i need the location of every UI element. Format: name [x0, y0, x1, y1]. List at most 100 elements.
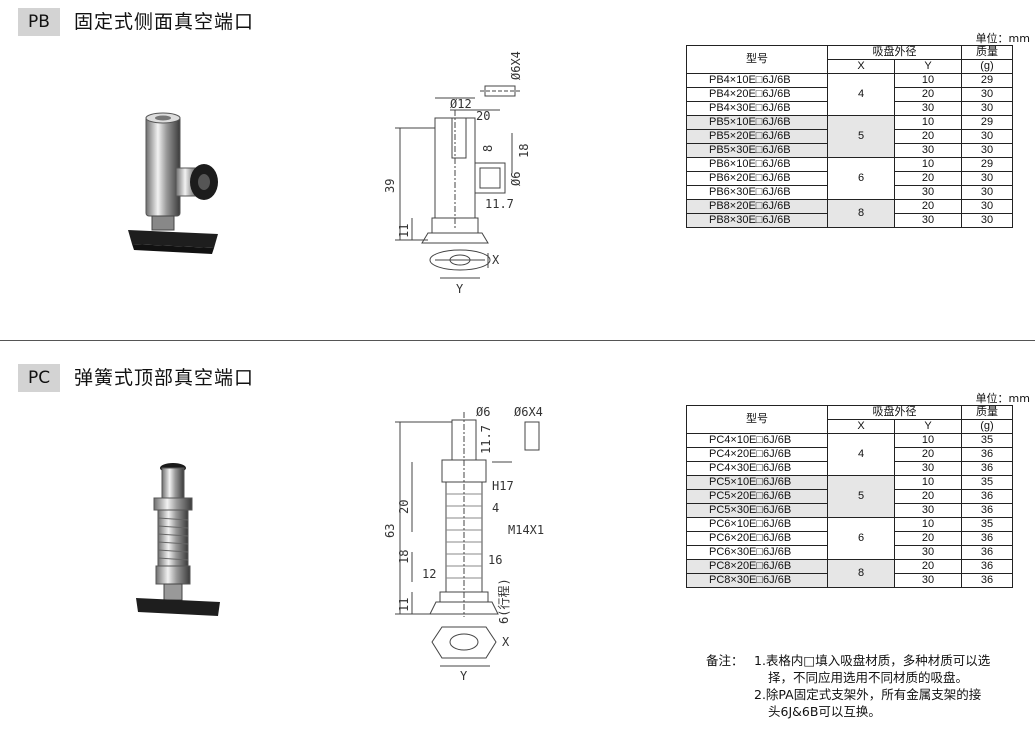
note-line-1b: 择，不同应用选用不同材质的吸盘。 [768, 670, 969, 685]
dim-x-label: X [492, 253, 500, 267]
cell-mass: 35 [961, 517, 1013, 532]
note-line-2b: 头6J&6B可以互换。 [768, 704, 881, 719]
cell-model: PC5×20E□6J/6B [686, 489, 828, 504]
section-pc: PC 弹簧式顶部真空端口 [0, 350, 1035, 735]
dim-port-label: Ø6 [509, 172, 523, 186]
cell-model: PB4×10E□6J/6B [686, 73, 828, 88]
cell-model: PB4×20E□6J/6B [686, 87, 828, 102]
cell-mass: 36 [961, 447, 1013, 462]
cell-model: PC5×10E□6J/6B [686, 475, 828, 490]
cell-y: 30 [894, 213, 962, 228]
dim-width20-label: 20 [476, 109, 490, 123]
dim-height11-label: 11 [397, 598, 411, 612]
cell-model: PB5×20E□6J/6B [686, 129, 828, 144]
cell-y: 20 [894, 489, 962, 504]
cell-mass: 30 [961, 143, 1013, 158]
product-photo-pb [128, 112, 218, 254]
cell-y: 30 [894, 461, 962, 476]
dim-x-label: X [502, 635, 510, 649]
cell-mass: 36 [961, 531, 1013, 546]
dim-y-label: Y [460, 669, 468, 683]
cell-y: 20 [894, 559, 962, 574]
header-y: Y [894, 59, 962, 74]
cell-model: PC5×30E□6J/6B [686, 503, 828, 518]
cell-y: 20 [894, 171, 962, 186]
dim-width16-label: 16 [488, 553, 502, 567]
cell-mass: 36 [961, 489, 1013, 504]
dim-height39-label: 39 [383, 179, 397, 193]
cell-mass: 36 [961, 573, 1013, 588]
cell-y: 20 [894, 531, 962, 546]
dim-tube-label: Ø6X4 [509, 51, 523, 80]
header-mass-unit: (g) [961, 59, 1013, 74]
header-x: X [827, 419, 895, 434]
cell-model: PC8×20E□6J/6B [686, 559, 828, 574]
cell-model: PC8×30E□6J/6B [686, 573, 828, 588]
cell-model: PB6×30E□6J/6B [686, 185, 828, 200]
cell-mass: 35 [961, 475, 1013, 490]
cell-y: 10 [894, 475, 962, 490]
cell-x: 5 [827, 115, 895, 158]
dimension-drawing-pb: Ø6X4 Ø12 20 8 18 Ø6 11.7 39 11 X Y [383, 51, 531, 296]
dim-hex-label: H17 [492, 479, 514, 493]
header-x: X [827, 59, 895, 74]
cell-model: PC6×30E□6J/6B [686, 545, 828, 560]
cell-x: 5 [827, 475, 895, 518]
section-pb: PB 固定式侧面真空端口 [0, 0, 1035, 340]
cell-y: 10 [894, 115, 962, 130]
dim-stroke-label: 6(行程) [496, 578, 511, 624]
product-photo-pc [136, 463, 220, 616]
cell-mass: 29 [961, 115, 1013, 130]
cell-mass: 29 [961, 157, 1013, 172]
cell-mass: 36 [961, 545, 1013, 560]
header-pad-dia: 吸盘外径 [827, 405, 962, 420]
cell-x: 6 [827, 157, 895, 200]
header-model: 型号 [686, 45, 828, 74]
cell-x: 8 [827, 559, 895, 588]
dim-thread-label: M14X1 [508, 523, 544, 537]
dim-width117-label: 11.7 [485, 197, 514, 211]
cell-mass: 30 [961, 213, 1013, 228]
section-title: 固定式侧面真空端口 [74, 11, 255, 33]
cell-model: PB6×10E□6J/6B [686, 157, 828, 172]
cell-x: 6 [827, 517, 895, 560]
dim-height18-label: 18 [397, 550, 411, 564]
cell-model: PB5×30E□6J/6B [686, 143, 828, 158]
cell-y: 10 [894, 517, 962, 532]
header-mass-unit: (g) [961, 419, 1013, 434]
dim-body-label: Ø12 [450, 97, 472, 111]
cell-mass: 29 [961, 73, 1013, 88]
dimension-drawing-pc: Ø6 Ø6X4 11.7 H17 20 4 M14X1 63 18 12 16 … [383, 405, 544, 683]
dim-width12-label: 12 [422, 567, 436, 581]
notes-label: 备注： [706, 653, 744, 668]
cell-mass: 30 [961, 185, 1013, 200]
unit-label: 单位：mm [975, 392, 1030, 405]
cell-model: PB6×20E□6J/6B [686, 171, 828, 186]
cell-model: PC4×10E□6J/6B [686, 433, 828, 448]
cell-mass: 36 [961, 461, 1013, 476]
cell-mass: 30 [961, 129, 1013, 144]
cell-y: 10 [894, 157, 962, 172]
cell-mass: 35 [961, 433, 1013, 448]
cell-model: PB8×20E□6J/6B [686, 199, 828, 214]
cell-y: 30 [894, 573, 962, 588]
cell-x: 4 [827, 433, 895, 476]
cell-y: 30 [894, 545, 962, 560]
section-title: 弹簧式顶部真空端口 [74, 367, 255, 389]
cell-mass: 30 [961, 87, 1013, 102]
cell-y: 30 [894, 101, 962, 116]
cell-mass: 30 [961, 171, 1013, 186]
dim-height117-label: 11.7 [479, 425, 493, 454]
cell-y: 20 [894, 447, 962, 462]
note-line-2: 2.除PA固定式支架外，所有金属支架的接 [754, 687, 982, 702]
dim-height63-label: 63 [383, 524, 397, 538]
dim-tube-label: Ø6X4 [514, 405, 543, 419]
header-pad-dia: 吸盘外径 [827, 45, 962, 60]
cell-x: 4 [827, 73, 895, 116]
header-mass: 质量 [961, 405, 1013, 420]
cell-mass: 36 [961, 503, 1013, 518]
cell-model: PB4×30E□6J/6B [686, 101, 828, 116]
dim-height4-label: 4 [492, 501, 499, 515]
